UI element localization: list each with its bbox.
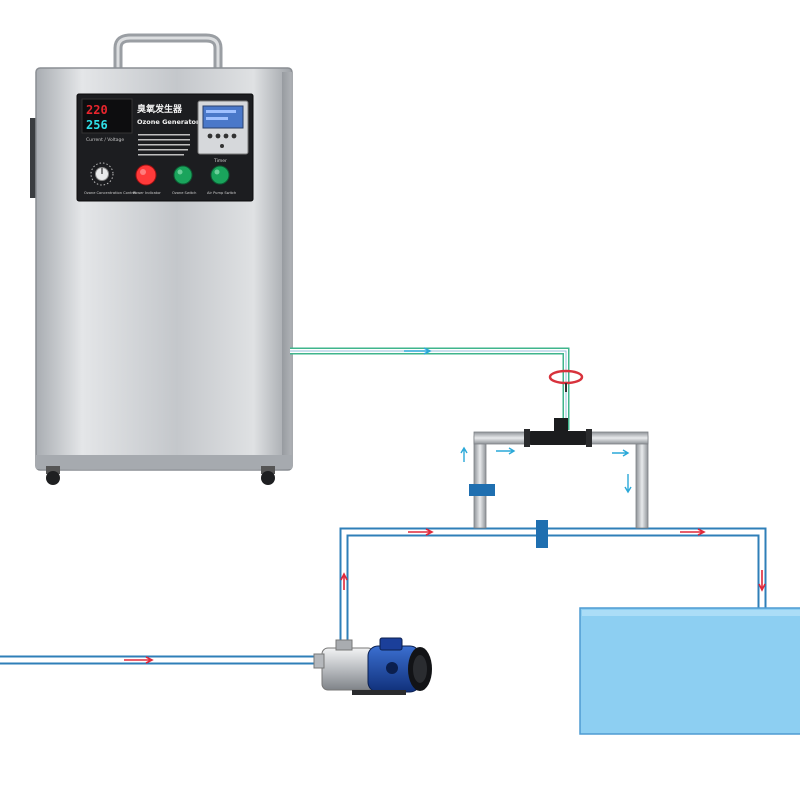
check-valve-icon[interactable] — [548, 369, 584, 392]
timer-button[interactable] — [223, 133, 229, 139]
wheel-left — [46, 466, 60, 485]
flow-arrow-icon — [340, 572, 348, 590]
ozone-switch-button[interactable] — [173, 165, 193, 185]
timer-caption: Timer — [213, 158, 227, 164]
air-pump-switch-button[interactable] — [210, 165, 230, 185]
air-flow-arrow-icon — [496, 447, 516, 455]
flow-arrow-icon — [408, 528, 434, 536]
ozone-gas-line — [290, 347, 584, 430]
ozone-generator: 220 256 Current / Voltage 臭氧发生器 Ozone Ge… — [30, 33, 293, 485]
display-bottom-value: 256 — [86, 118, 108, 132]
wheel-right — [261, 466, 275, 485]
power-caption: Power Indicator — [133, 191, 161, 195]
ozone-switch-caption: Ozone Switch — [172, 191, 196, 195]
display-top-value: 220 — [86, 103, 108, 117]
air-flow-arrow-icon — [612, 449, 630, 457]
timer-button[interactable] — [215, 133, 221, 139]
generator-title-en: Ozone Generator — [137, 118, 200, 126]
venturi-bypass — [460, 418, 649, 529]
warning-text — [138, 134, 190, 156]
water-pump-icon — [313, 637, 432, 695]
bypass-valve-icon[interactable] — [469, 484, 495, 496]
side-connector — [30, 118, 40, 198]
main-line-valve-icon[interactable] — [536, 520, 548, 548]
air-flow-arrow-icon — [624, 474, 632, 494]
timer-button[interactable] — [231, 133, 237, 139]
water-pipe-loop — [0, 520, 767, 665]
venturi-injector-icon — [524, 418, 592, 447]
concentration-knob[interactable] — [90, 162, 114, 186]
generator-title-cn: 臭氧发生器 — [137, 103, 183, 115]
air-pump-caption: Air Pump Switch — [207, 191, 236, 195]
flow-arrow-icon — [680, 528, 706, 536]
timer-button[interactable] — [207, 133, 213, 139]
flow-arrow-icon — [124, 656, 154, 664]
inlet-pipe — [0, 655, 322, 665]
flow-arrow-icon — [758, 570, 766, 592]
display-caption: Current / Voltage — [86, 137, 124, 143]
power-indicator-button[interactable] — [135, 164, 157, 186]
carry-handle — [113, 33, 223, 70]
air-flow-arrow-icon — [460, 446, 468, 462]
timer[interactable] — [197, 100, 249, 155]
control-panel: 220 256 Current / Voltage 臭氧发生器 Ozone Ge… — [76, 93, 254, 202]
knob-caption: Ozone Concentration Control — [84, 191, 136, 195]
air-flow-arrow-icon — [404, 347, 432, 355]
water-tank — [579, 607, 800, 735]
